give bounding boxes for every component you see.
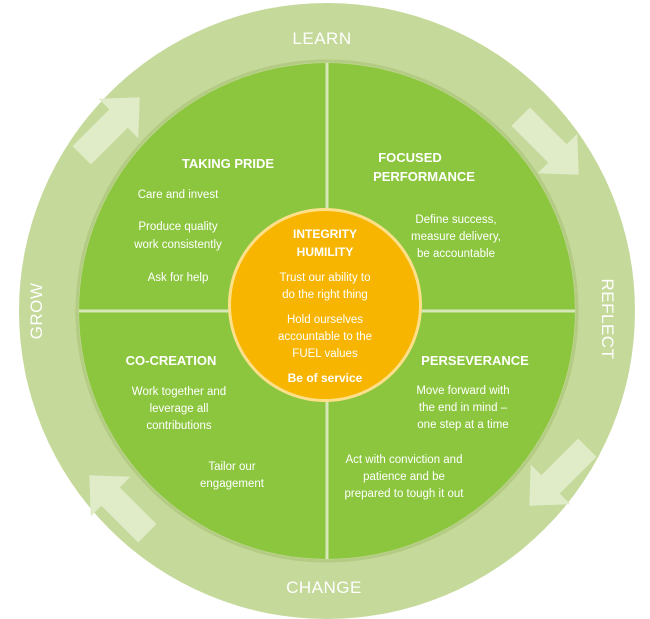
quadrant-item: Work together and [132,386,226,398]
quadrant-item: the end in mind – [419,402,508,414]
quadrant-perseverance: PERSEVERANCE Move forward with the end i… [345,353,530,500]
quadrant-item: Care and invest [138,189,219,201]
center-circle: INTEGRITY HUMILITY Trust our ability to … [228,208,422,402]
quadrant-item: one step at a time [417,419,508,431]
center-line: FUEL values [292,348,358,360]
center-bold-line: Be of service [288,371,363,385]
ring-label-learn: LEARN [292,29,351,48]
arrow-down-left-icon [529,438,597,506]
center-title: HUMILITY [297,245,354,259]
ring-label-grow: GROW [27,283,46,340]
center-line: accountable to the [278,331,372,343]
quadrant-title: CO-CREATION [126,353,217,368]
quadrant-title: PERFORMANCE [373,169,475,184]
quadrant-item: prepared to tough it out [345,488,465,500]
quadrant-item: patience and be [363,471,445,483]
center-line: Trust our ability to [280,272,371,284]
center-line: do the right thing [282,289,368,301]
center-title: INTEGRITY [293,227,357,241]
quadrant-focused-performance: FOCUSED PERFORMANCE Define success, meas… [373,150,501,260]
quadrant-item: Produce quality [138,221,218,233]
center-circle-fill [231,211,419,399]
quadrant-item: measure delivery, [411,231,501,243]
quadrant-item: Tailor our [208,461,255,473]
quadrant-item: work consistently [133,239,222,251]
arrow-up-right-icon [72,97,140,165]
quadrant-taking-pride: TAKING PRIDE Care and invest Produce qua… [133,156,274,284]
quadrant-item: Act with conviction and [346,454,463,466]
quadrant-title: TAKING PRIDE [182,156,275,171]
quadrant-item: Define success, [415,214,496,226]
quadrant-item: be accountable [417,248,495,260]
ring-label-reflect: REFLECT [598,279,617,360]
arrow-up-left-icon [89,475,157,543]
arrow-down-right-icon [511,107,579,175]
quadrant-item: contributions [146,420,211,432]
ring-label-change: CHANGE [286,578,362,597]
center-line: Hold ourselves [287,314,363,326]
quadrant-title: FOCUSED [378,150,442,165]
quadrant-item: Ask for help [148,272,209,284]
quadrant-title: PERSEVERANCE [421,353,529,368]
quadrant-item: Move forward with [416,385,509,397]
quadrant-item: leverage all [150,403,209,415]
outer-ring-inner-edge [75,59,579,563]
quadrant-co-creation: CO-CREATION Work together and leverage a… [126,353,265,490]
quadrant-item: engagement [200,478,265,490]
